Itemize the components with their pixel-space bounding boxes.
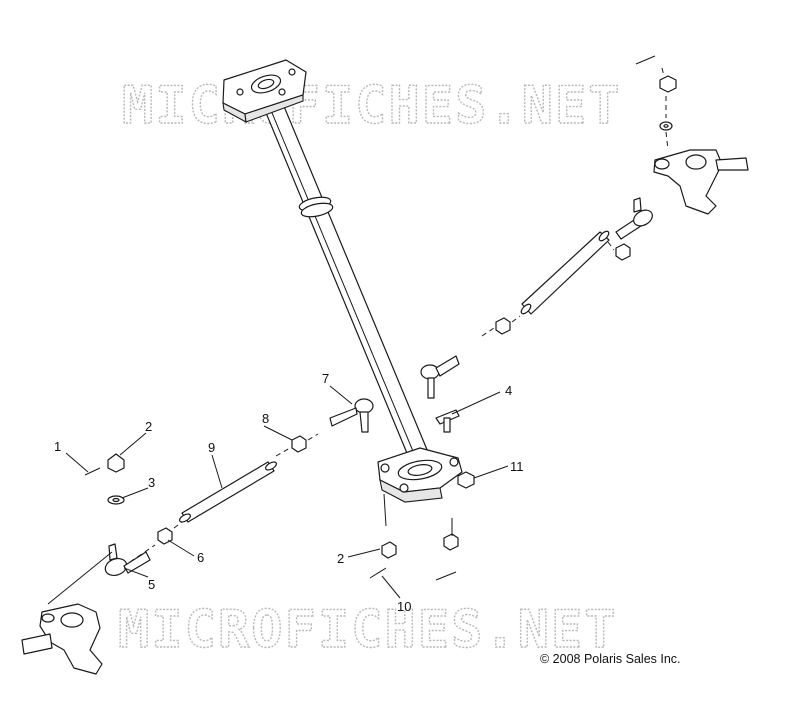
callout-1: 1 (54, 439, 61, 454)
cotter-pin-1 (84, 467, 101, 476)
washer-top (659, 121, 673, 131)
washer-3 (107, 495, 125, 505)
bolt-4 (435, 409, 460, 433)
steering-column (263, 103, 429, 459)
nut-2-lower (381, 541, 397, 559)
ball-joint-center (329, 355, 460, 433)
cotter-pin-10a (369, 567, 387, 579)
tie-rod-lower (178, 461, 278, 523)
cotter-pin-top (635, 55, 656, 65)
callout-11: 11 (510, 459, 524, 474)
callout-6: 6 (197, 550, 204, 565)
watermark-bottom: MICROFICHES.NET (118, 600, 618, 660)
spindle-lower (21, 603, 103, 675)
nut-lower-right (443, 533, 459, 551)
callout-9: 9 (208, 440, 215, 455)
leader-lines (47, 385, 509, 605)
tie-rod-upper (520, 230, 610, 315)
tie-rod-end-lower (104, 543, 151, 577)
nut-upper-rod (495, 317, 511, 335)
cotter-pin-10b (435, 571, 457, 581)
callout-3: 3 (148, 475, 155, 490)
nut-8 (291, 435, 307, 453)
callout-7: 7 (322, 371, 329, 386)
callout-8: 8 (262, 411, 269, 426)
callout-2-upper: 2 (145, 419, 152, 434)
nut-upper-rod-end (615, 243, 631, 261)
watermark-top: MICROFICHES.NET (122, 76, 622, 136)
nut-2-upper (107, 453, 125, 473)
nut-top (659, 75, 677, 93)
callout-4: 4 (505, 383, 512, 398)
copyright-notice: © 2008 Polaris Sales Inc. (540, 652, 681, 666)
spindle-upper (653, 149, 749, 215)
callout-2-lower: 2 (337, 551, 344, 566)
callout-10: 10 (397, 599, 411, 614)
tie-rod-end-upper (615, 197, 653, 240)
column-top-bracket (222, 59, 307, 123)
callout-5: 5 (148, 577, 155, 592)
column-bottom-bracket (377, 447, 463, 503)
nut-11 (457, 471, 475, 489)
